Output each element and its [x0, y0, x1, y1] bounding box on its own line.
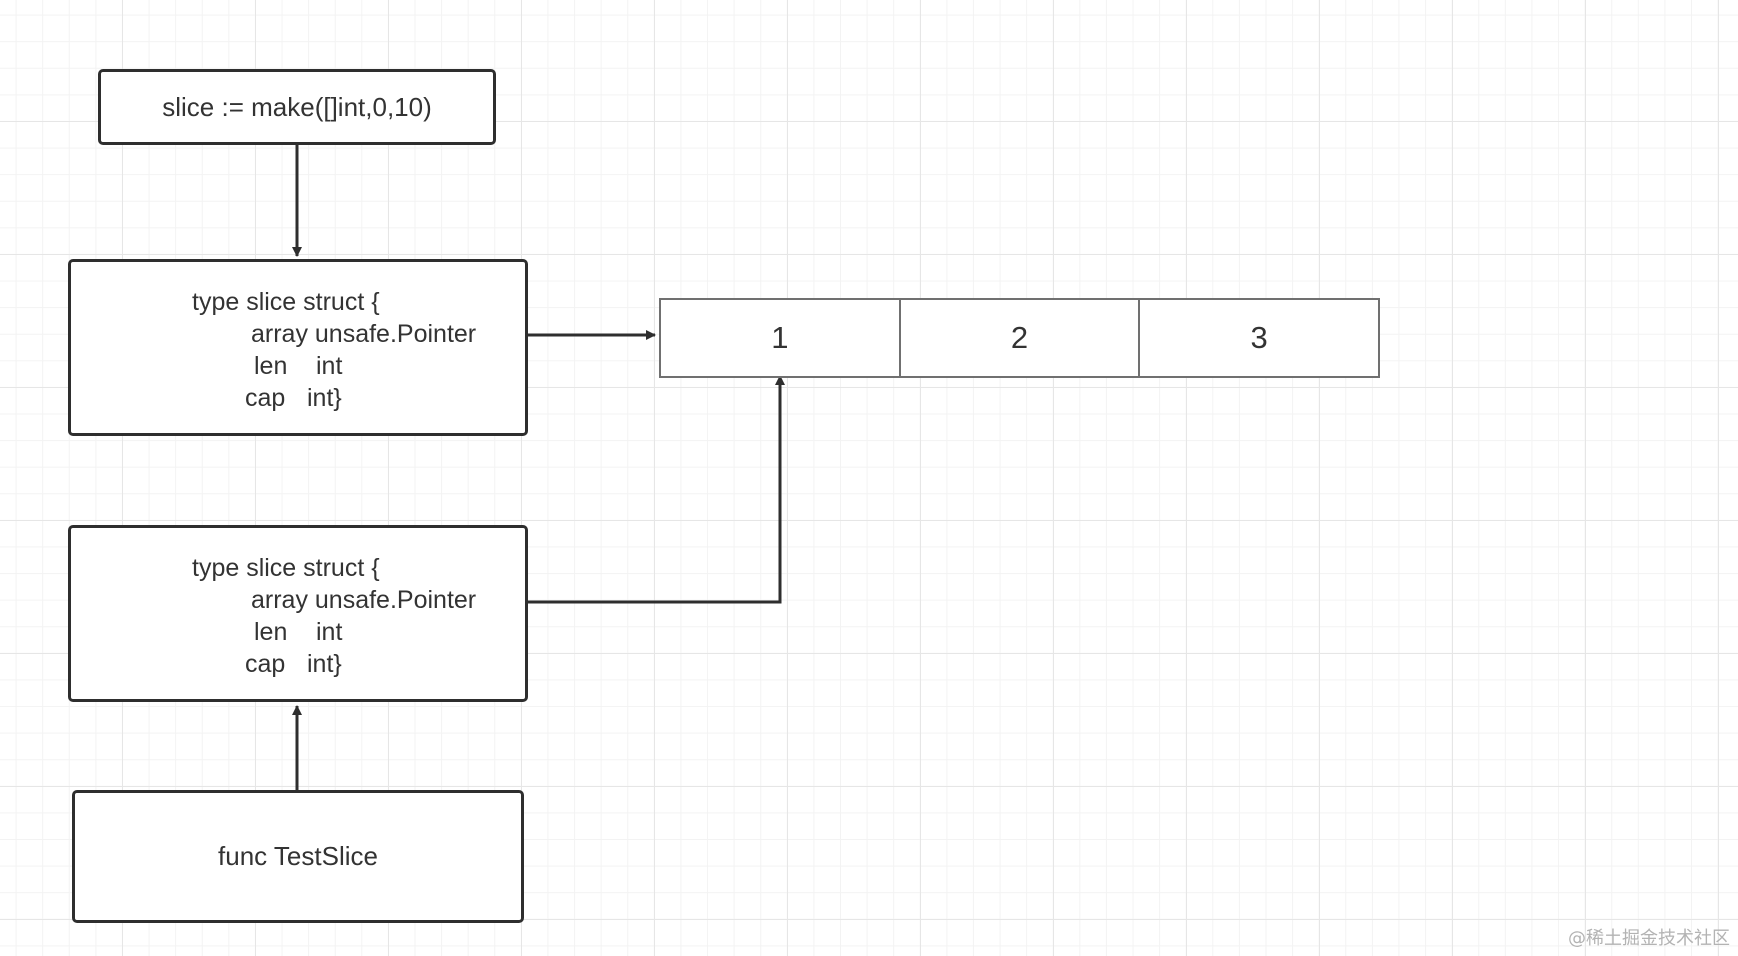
- field-type: int}: [307, 384, 342, 412]
- struct-cap-field: cap int}: [245, 382, 342, 414]
- slice-struct-box-top[interactable]: type slice struct { array unsafe.Pointer…: [68, 259, 528, 436]
- field-name: len: [254, 618, 288, 646]
- array-cell-0[interactable]: 1: [771, 320, 789, 355]
- field-type: int: [316, 352, 343, 380]
- watermark-text: @稀土掘金技术社区: [1568, 928, 1730, 949]
- make-call-box[interactable]: slice := make([]int,0,10): [98, 69, 496, 145]
- struct-array-field: array unsafe.Pointer: [251, 586, 477, 614]
- array-cell-1[interactable]: 2: [898, 300, 1139, 376]
- slice-struct-box-bottom[interactable]: type slice struct { array unsafe.Pointer…: [68, 525, 528, 702]
- array-cell-2[interactable]: 3: [1138, 300, 1378, 376]
- func-testslice-box[interactable]: func TestSlice: [72, 790, 524, 923]
- struct-cap-field: cap int}: [245, 648, 342, 680]
- underlying-array: 1 2 3: [659, 298, 1380, 378]
- make-call-label: slice := make([]int,0,10): [162, 91, 432, 122]
- struct-len-field: len int: [254, 616, 342, 648]
- field-name: cap: [245, 384, 286, 412]
- field-name: len: [254, 352, 288, 380]
- field-type: int}: [307, 650, 342, 678]
- arrow-second-pointer-to-array: [500, 375, 785, 604]
- struct-type-line: type slice struct {: [192, 554, 380, 582]
- func-testslice-label: func TestSlice: [218, 841, 378, 871]
- field-name: cap: [245, 650, 286, 678]
- field-type: int: [316, 618, 343, 646]
- struct-array-field: array unsafe.Pointer: [251, 320, 477, 348]
- struct-type-line: type slice struct {: [192, 288, 380, 316]
- struct-len-field: len int: [254, 350, 342, 382]
